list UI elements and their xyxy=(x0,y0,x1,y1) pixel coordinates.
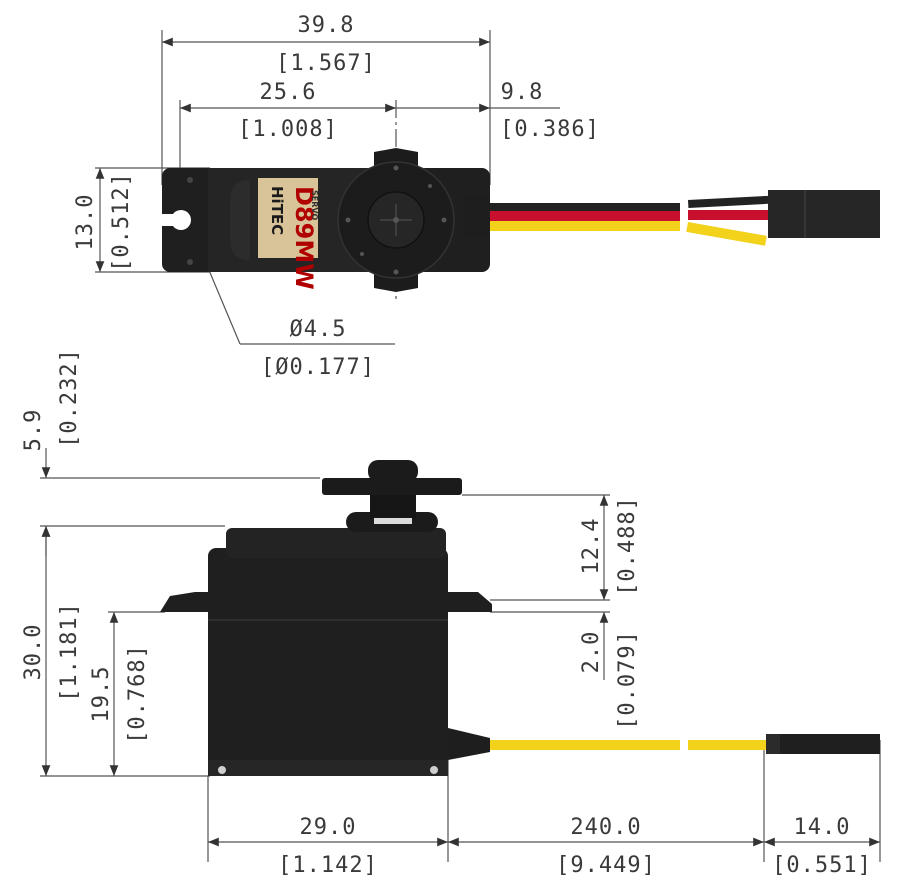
wire-red xyxy=(490,211,680,221)
dim-body-width-in: [1.142] xyxy=(278,853,378,878)
wire-yellow xyxy=(490,221,680,231)
dim-body-width-mm: 29.0 xyxy=(300,815,357,840)
connector-top xyxy=(768,190,880,238)
dim-overall-length-mm: 39.8 xyxy=(298,13,355,38)
dim-connector-length-mm: 14.0 xyxy=(794,815,851,840)
dim-connector-length-in: [0.551] xyxy=(772,853,872,878)
wire-side xyxy=(490,740,680,750)
dim-tab-thickness-mm: 2.0 xyxy=(579,631,604,674)
label-model: D89MW xyxy=(290,186,318,290)
dim-hole-dia-in: [Ø0.177] xyxy=(261,355,375,380)
dim-tab-height-mm: 19.5 xyxy=(89,666,114,723)
dim-tab-width-mm: 13.0 xyxy=(73,194,98,251)
output-horn-side xyxy=(322,460,462,532)
output-horn-top xyxy=(337,148,455,292)
dim-shaft-to-end-mm: 9.8 xyxy=(501,80,544,105)
servo-body-side xyxy=(160,528,492,776)
dim-tab-thickness-in: [0.079] xyxy=(615,630,640,730)
dim-horn-height-mm: 5.9 xyxy=(21,409,46,452)
dim-wire-length-in: [9.449] xyxy=(556,853,656,878)
top-view: 39.8 [1.567] 25.6 [1.008] 9.8 [0.386] 13… xyxy=(73,13,880,380)
label-sticker xyxy=(258,178,318,258)
dim-top-to-tab-in: [0.488] xyxy=(615,496,640,596)
label-brand: HiTEC xyxy=(268,186,286,235)
dim-tab-width-in: [0.512] xyxy=(109,172,134,272)
top-wires xyxy=(490,190,880,246)
side-view: 5.9 [0.232] 30.0 [1.181] 19.5 [0.768] 12… xyxy=(21,348,881,878)
dim-shaft-to-end-in: [0.386] xyxy=(500,117,600,142)
label-sub: SERVO xyxy=(310,190,319,220)
dim-horn-height-in: [0.232] xyxy=(57,348,82,448)
wire-grommet xyxy=(448,728,490,760)
dim-wire-length-mm: 240.0 xyxy=(570,815,641,840)
dim-hole-dia-mm: Ø4.5 xyxy=(290,317,347,342)
wire-black xyxy=(490,203,680,211)
dim-top-to-tab-mm: 12.4 xyxy=(579,518,604,575)
dim-shaft-offset-in: [1.008] xyxy=(238,117,338,142)
product-label: D89MW HiTEC SERVO xyxy=(258,178,319,290)
dim-overall-length-in: [1.567] xyxy=(276,51,376,76)
dim-total-height-mm: 30.0 xyxy=(21,624,46,681)
dim-total-height-in: [1.181] xyxy=(57,602,82,702)
dim-tab-height-in: [0.768] xyxy=(125,644,150,744)
connector-side xyxy=(766,734,880,754)
dim-shaft-offset-mm: 25.6 xyxy=(260,80,317,105)
